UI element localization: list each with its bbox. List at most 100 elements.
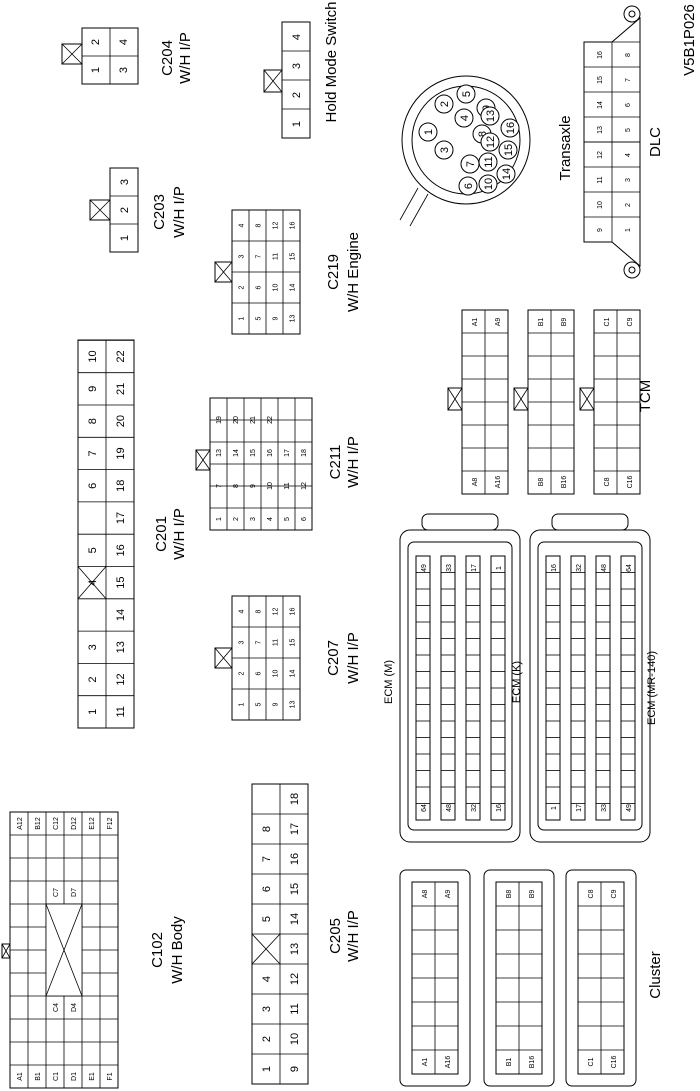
c201-pin-2: 2 (87, 676, 99, 682)
ecm-m-pin-33: 33 (446, 564, 453, 572)
c205-desc: W/H I/P (345, 910, 362, 962)
c201-pin-4: 4 (87, 580, 99, 586)
transaxle-pin-circle-4 (454, 108, 474, 128)
ecm-m-label: ECM (M) (383, 660, 395, 704)
c219-pin-8: 8 (256, 223, 263, 227)
c207-pin-13: 13 (290, 701, 297, 709)
c201-desc: W/H I/P (171, 508, 188, 560)
c207-pin-7: 7 (256, 640, 263, 644)
dlc-pin-3: 3 (625, 178, 632, 182)
c201-pin-7: 7 (87, 450, 99, 456)
ecm-m-pin-16: 16 (496, 804, 503, 812)
cluster-pin-A8: A8 (422, 890, 429, 899)
c207-pin-8: 8 (256, 609, 263, 613)
c205-name: C205 (327, 918, 344, 954)
dlc-pin-6: 6 (625, 103, 632, 107)
transaxle-pin-circle-12 (480, 132, 500, 152)
ecm-m-pin-17: 17 (471, 564, 478, 572)
tcm-pin-C8: C8 (604, 477, 611, 486)
transaxle-pin-5: 5 (461, 91, 473, 97)
transaxle-pin-circle-10 (478, 174, 498, 194)
c207-pin-2: 2 (239, 671, 246, 675)
c211-pin-21: 21 (250, 416, 257, 424)
transaxle-pin-4: 4 (459, 115, 471, 121)
c102-pin-D12: D12 (71, 817, 78, 830)
transaxle-pin-16: 16 (505, 122, 517, 134)
transaxle-name: Transaxle (557, 115, 574, 180)
c219-pin-15: 15 (290, 253, 297, 261)
tcm-pin-B16: B16 (561, 476, 568, 489)
cluster-pin-B8: B8 (506, 890, 513, 899)
c219-pin-12: 12 (273, 222, 280, 230)
transaxle-pin-12: 12 (485, 136, 497, 148)
c203-pin-1: 1 (119, 235, 131, 241)
c211-pin-15: 15 (250, 449, 257, 457)
c219-pin-3: 3 (239, 254, 246, 258)
ecm-k-pin-1: 1 (551, 806, 558, 810)
transaxle-pin-13: 13 (485, 110, 497, 122)
c207-name: C207 (325, 640, 342, 676)
c102-pin-A12: A12 (17, 817, 24, 830)
c207-pin-12: 12 (273, 608, 280, 616)
c219-desc: W/H Engine (345, 232, 362, 312)
c201-pin-22: 22 (115, 350, 127, 362)
dlc-pin-8: 8 (625, 53, 632, 57)
c205-pin-5: 5 (261, 916, 273, 922)
c204-pin-3: 3 (118, 67, 130, 73)
ecm-name: ECM (MR-140) (646, 651, 658, 725)
transaxle-pin-circle-2 (434, 94, 454, 114)
c211-pin-18: 18 (301, 449, 308, 457)
c205-pin-6: 6 (261, 886, 273, 892)
c205-pin-2: 2 (261, 1036, 273, 1042)
c207-pin-4: 4 (239, 609, 246, 613)
c211-pin-11: 11 (284, 482, 291, 489)
transaxle-pin-circle-13 (480, 106, 500, 126)
c211-pin-14: 14 (233, 449, 240, 457)
cluster-pin-B16: B16 (529, 1056, 536, 1069)
c211-pin-12: 12 (301, 482, 308, 490)
transaxle-pin-10: 10 (483, 178, 495, 190)
c219-pin-6: 6 (256, 285, 263, 289)
c102-pin-C12: C12 (53, 817, 60, 830)
c205-pin-4: 4 (261, 976, 273, 982)
c211-pin-5: 5 (284, 517, 291, 521)
c207-pin-1: 1 (239, 702, 246, 706)
c102-pin-C1: C1 (53, 1072, 60, 1081)
c211-pin-6: 6 (301, 517, 308, 521)
c207-pin-14: 14 (290, 670, 297, 678)
c102-pin-D4: D4 (71, 1003, 78, 1012)
c219-pin-13: 13 (290, 315, 297, 323)
c211-pin-17: 17 (284, 449, 291, 457)
c205-pin-17: 17 (289, 823, 301, 835)
dlc-pin-1: 1 (625, 228, 632, 232)
c211-pin-1: 1 (216, 517, 223, 521)
c211-pin-4: 4 (267, 517, 274, 521)
cluster-name: Cluster (647, 951, 664, 999)
hold-name: Hold Mode Switch (323, 2, 340, 123)
dlc-pin-14: 14 (597, 101, 604, 109)
c201-pin-12: 12 (115, 673, 127, 685)
dlc-pin-4: 4 (625, 153, 632, 157)
c211-desc: W/H I/P (345, 436, 362, 488)
dlc-pin-11: 11 (597, 176, 604, 183)
c201-pin-17: 17 (115, 512, 127, 524)
c102-desc: W/H Body (169, 916, 186, 984)
cluster-pin-B1: B1 (506, 1058, 513, 1067)
dlc-pin-2: 2 (625, 203, 632, 207)
c205-pin-3: 3 (261, 1006, 273, 1012)
tcm-pin-A9: A9 (495, 318, 502, 327)
c204-desc: W/H I/P (177, 32, 194, 84)
c201-pin-15: 15 (115, 577, 127, 589)
c201-pin-13: 13 (115, 641, 127, 653)
c102-pin-E1: E1 (89, 1072, 96, 1081)
transaxle-pin-circle-11 (478, 152, 498, 172)
c211-pin-20: 20 (233, 416, 240, 424)
transaxle-pin-14: 14 (501, 168, 513, 180)
